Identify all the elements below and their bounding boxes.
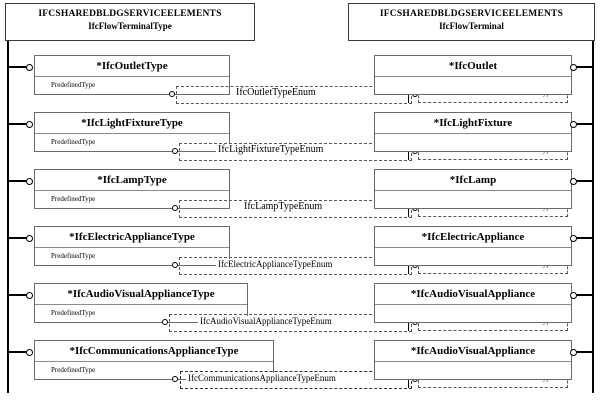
- entity-title-left-4: *IfcElectricApplianceType: [35, 227, 229, 248]
- entity-title-left-6: *IfcCommunicationsApplianceType: [35, 341, 273, 362]
- spine-dot-left-1: [26, 63, 33, 71]
- entity-attr-left-4: PredefinedType: [51, 252, 96, 260]
- package-left-schema: IFCSHAREDBLDGSERVICEELEMENTS: [38, 9, 222, 19]
- spine-stub-left-5: [8, 294, 29, 296]
- spine-stub-right-5: [576, 294, 593, 296]
- entity-title-right-1: *IfcOutlet: [375, 56, 571, 77]
- entity-box-left-2[interactable]: *IfcLightFixtureType PredefinedType: [34, 112, 230, 152]
- entity-box-right-1[interactable]: *IfcOutlet: [374, 55, 572, 95]
- entity-title-left-3: *IfcLampType: [35, 170, 229, 191]
- entity-title-left-1: *IfcOutletType: [35, 56, 229, 77]
- enum-label-1: IfcOutletTypeEnum: [234, 87, 318, 98]
- entity-box-left-4[interactable]: *IfcElectricApplianceType PredefinedType: [34, 226, 230, 266]
- entity-box-left-1[interactable]: *IfcOutletType PredefinedType: [34, 55, 230, 95]
- spine-stub-left-4: [8, 237, 29, 239]
- entity-box-right-4[interactable]: *IfcElectricAppliance: [374, 226, 572, 266]
- attr-link-circle-left-4: [172, 262, 178, 268]
- package-right-entity: IfcFlowTerminal: [439, 20, 504, 31]
- entity-title-right-6: *IfcAudioVisualAppliance: [375, 341, 571, 362]
- spine-stub-right-3: [576, 180, 593, 182]
- spine-stub-right-2: [576, 123, 593, 125]
- entity-attr-left-6: PredefinedType: [51, 366, 96, 374]
- spine-dot-left-3: [26, 177, 33, 185]
- enum-box-4[interactable]: [179, 257, 412, 275]
- attr-link-circle-left-3: [172, 205, 178, 211]
- enum-box-5[interactable]: [169, 314, 412, 332]
- entity-title-right-2: *IfcLightFixture: [375, 113, 571, 134]
- entity-title-right-5: *IfcAudioVisualAppliance: [375, 284, 571, 305]
- package-left-entity: IfcFlowTerminalType: [88, 20, 172, 31]
- package-box-left: IFCSHAREDBLDGSERVICEELEMENTS IfcFlowTerm…: [5, 3, 255, 41]
- enum-box-6[interactable]: [180, 371, 412, 389]
- entity-box-right-5[interactable]: *IfcAudioVisualAppliance: [374, 283, 572, 323]
- entity-title-right-4: *IfcElectricAppliance: [375, 227, 571, 248]
- entity-box-right-3[interactable]: *IfcLamp: [374, 169, 572, 209]
- enum-label-2: IfcLightFixtureTypeEnum: [216, 144, 326, 155]
- enum-box-2[interactable]: [179, 143, 412, 161]
- package-right-schema: IFCSHAREDBLDGSERVICEELEMENTS: [379, 9, 564, 19]
- entity-title-left-5: *IfcAudioVisualApplianceType: [35, 284, 247, 305]
- enum-box-3[interactable]: [179, 200, 412, 218]
- enum-box-1[interactable]: [176, 86, 412, 104]
- attr-link-circle-left-1: [169, 91, 175, 97]
- left-spine: [7, 41, 9, 393]
- package-box-right: IFCSHAREDBLDGSERVICEELEMENTS IfcFlowTerm…: [348, 3, 595, 41]
- spine-stub-right-6: [576, 351, 593, 353]
- enum-label-4: IfcElectricApplianceTypeEnum: [216, 259, 335, 269]
- spine-stub-left-6: [8, 351, 29, 353]
- entity-box-right-6[interactable]: *IfcAudioVisualAppliance: [374, 340, 572, 380]
- entity-title-left-2: *IfcLightFixtureType: [35, 113, 229, 134]
- attr-link-circle-left-5: [162, 319, 168, 325]
- spine-stub-right-4: [576, 237, 593, 239]
- enum-label-5: IfcAudioVisualApplianceTypeEnum: [198, 316, 334, 326]
- spine-dot-left-4: [26, 234, 33, 242]
- spine-dot-left-5: [26, 291, 33, 299]
- spine-stub-left-3: [8, 180, 29, 182]
- entity-box-left-3[interactable]: *IfcLampType PredefinedType: [34, 169, 230, 209]
- entity-attr-left-1: PredefinedType: [51, 81, 96, 89]
- enum-label-6: IfcCommunicationsApplianceTypeEnum: [186, 373, 338, 383]
- entity-attr-left-3: PredefinedType: [51, 195, 96, 203]
- attr-link-circle-left-2: [172, 148, 178, 154]
- entity-attr-left-2: PredefinedType: [51, 138, 96, 146]
- spine-stub-right-1: [576, 66, 593, 68]
- entity-box-right-2[interactable]: *IfcLightFixture: [374, 112, 572, 152]
- spine-dot-left-2: [26, 120, 33, 128]
- spine-stub-left-1: [8, 66, 29, 68]
- spine-dot-left-6: [26, 348, 33, 356]
- spine-stub-left-2: [8, 123, 29, 125]
- right-spine: [592, 41, 594, 393]
- attr-link-circle-left-6: [172, 376, 178, 382]
- entity-attr-left-5: PredefinedType: [51, 309, 96, 317]
- entity-title-right-3: *IfcLamp: [375, 170, 571, 191]
- enum-label-3: IfcLampTypeEnum: [242, 201, 325, 212]
